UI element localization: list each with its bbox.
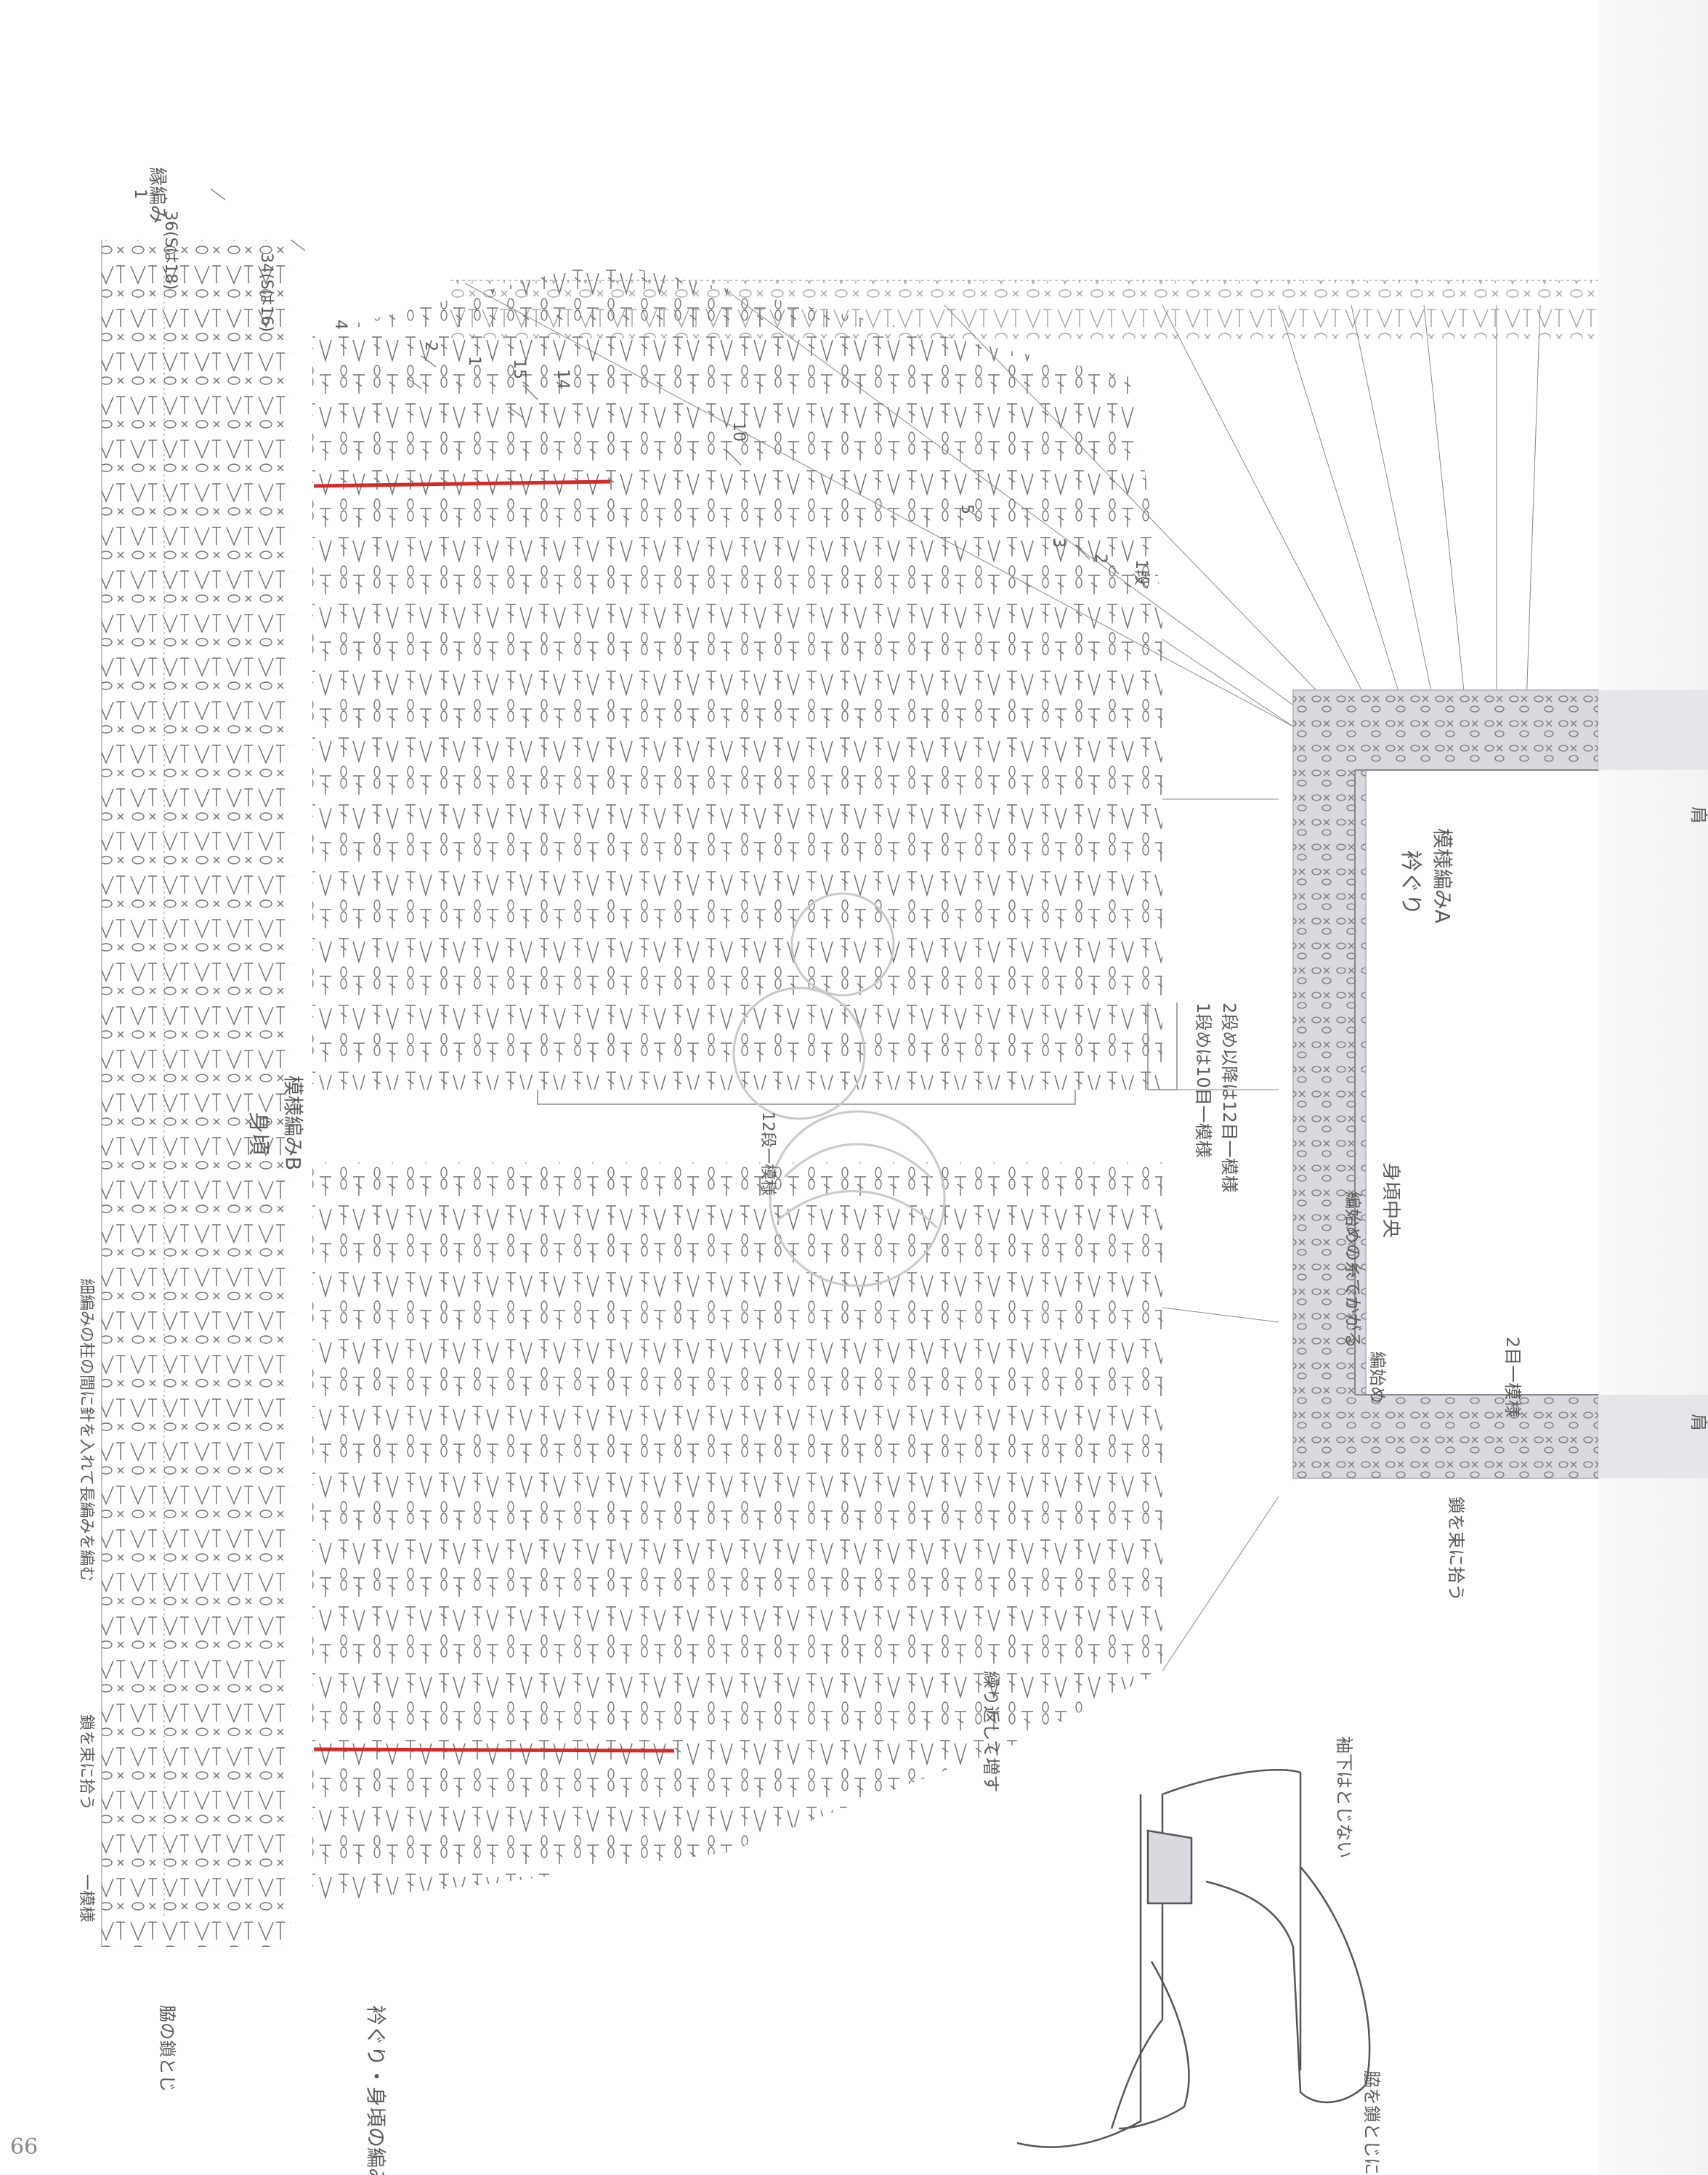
garment-silhouette-icon	[1016, 1769, 1371, 2148]
body-center-label: 身頃中央	[1380, 1162, 1401, 1238]
sleeve-note-label: 袖下はとじない	[1334, 1736, 1354, 1858]
pattern-b-lower	[312, 1162, 1162, 1903]
body-label: 身頃	[246, 1111, 271, 1155]
pattern-b-label: 模様編みB	[281, 1075, 305, 1170]
row-10-label: 10	[729, 421, 748, 442]
row-3-label: 3	[1049, 538, 1067, 548]
pattern-a-label: 模様編みA	[1430, 828, 1454, 923]
shoulder-label-bottom: 肩	[1688, 1414, 1708, 1431]
yarn-ball-watermark-icon	[732, 892, 946, 1287]
red-marker-bottom	[313, 1747, 675, 1753]
row-2-top-label: 2	[421, 341, 440, 352]
page-number: 66	[10, 2134, 39, 2160]
rim-edging-label: 縁編み	[146, 167, 168, 224]
shoulder-label-top: 肩	[1688, 806, 1708, 824]
side-chain-join-label: 脇の鎖とじ	[157, 2005, 177, 2092]
row-1-dan-label: 1段	[1132, 559, 1150, 586]
top-long-stitches	[450, 280, 1598, 339]
row-1-top-label: 1	[465, 356, 483, 366]
row-markers	[210, 188, 1149, 589]
one-pattern-label: 一模様	[77, 1874, 95, 1922]
row-14-label: 14	[554, 369, 572, 389]
neckline-body-howto-label: 衿ぐり・身頃の編み方	[364, 2005, 388, 2175]
row-36-label: 36(Sは18)	[161, 211, 179, 290]
row-2-label: 2	[1091, 554, 1109, 564]
pick-chain-bundle-label: 鎖を束に拾う	[77, 1714, 95, 1810]
row-1-rim-label: 1	[131, 189, 149, 199]
start-label: 編始め	[1367, 1351, 1388, 1404]
repeat-increase-label: 繰り返して増す	[981, 1671, 1001, 1792]
page-edge-shadow	[1598, 0, 1708, 2175]
rim-edging-band	[101, 240, 291, 1947]
pattern-count-note-2: 2段め以降は12目一模様	[1219, 1003, 1239, 1193]
row-34-label: 34(Sは16)	[257, 253, 275, 332]
pick-chain-label: 鎖を束に拾う	[1446, 1496, 1466, 1601]
two-st-pattern-label: 2目一模様	[1502, 1337, 1523, 1417]
neckline-label: 衿ぐり	[1398, 850, 1423, 915]
top-row-leaders	[450, 280, 1598, 1672]
labels-group: 縁編み 36(Sは18) 34(Sは16) 1 4 2 1 15 14 10 5…	[77, 167, 1708, 2175]
rows-12-pattern-label: 12段一模様	[758, 1111, 777, 1196]
between-sc-posts-label: 細編みの柱の間に針を入れて長編みを編む	[77, 1279, 95, 1581]
row-4-label: 4	[331, 320, 349, 330]
neckline-band	[1292, 689, 1708, 1479]
side-chain-note-label: 脇を鎖とじにする	[1361, 2070, 1382, 2175]
red-marker-top	[313, 479, 611, 488]
row-5-label: 5	[958, 504, 976, 514]
pattern-count-note-1: 1段めは10目一模様	[1193, 1003, 1213, 1158]
pattern-b-upper	[312, 262, 1162, 1090]
start-yarn-note: 編始めの糸でかがる	[1343, 1191, 1363, 1348]
row-15-label: 15	[510, 359, 528, 379]
pattern-bracket	[1147, 1003, 1178, 1090]
pattern-bracket-2	[537, 1090, 1076, 1105]
